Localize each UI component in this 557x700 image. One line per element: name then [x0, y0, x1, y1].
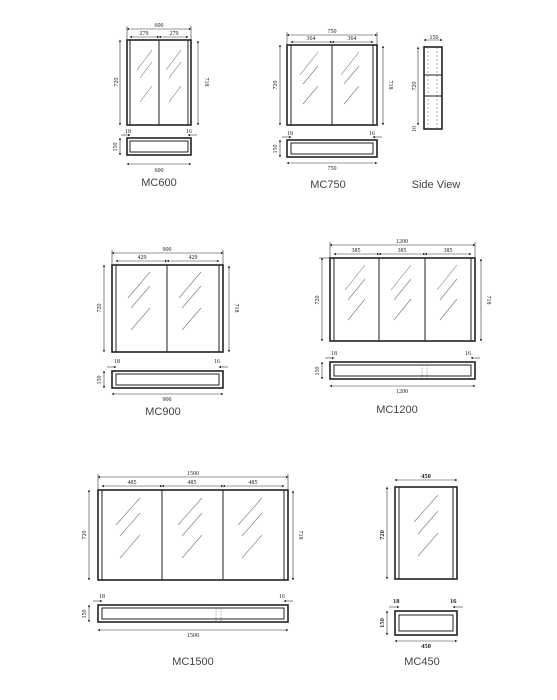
side-depth-label: 150: [430, 35, 439, 41]
mc1200-door2-label: 385: [398, 248, 407, 254]
mc450-depth-label: 150: [379, 618, 386, 628]
mc600-right-door-label: 279: [170, 31, 179, 37]
mc1200-side-left-label: 18: [331, 351, 337, 357]
mc600-side-right-label: 16: [186, 129, 192, 135]
mc900-side-left-label: 18: [114, 359, 120, 365]
mc1200-side-height-label: 718: [485, 296, 491, 305]
mc750-dimensions: 750 364 364 720 718: [273, 29, 393, 126]
mc1500-front-view: [97, 489, 289, 581]
mc1500-dimensions: 1500 485 485 485 720 718: [82, 471, 303, 581]
mc450-side-right-label: 16: [450, 598, 457, 605]
mc1200-dimensions: 1200 385 385 385 720 718: [315, 239, 491, 342]
mc900-top-view: 18 16 150 900: [97, 359, 228, 403]
mc600-dimensions: 600 279 279 720 718: [114, 23, 209, 126]
mc1200-height-label: 720: [315, 296, 321, 305]
mc750-side-left-label: 18: [287, 131, 293, 137]
mc1200-depth-label: 150: [315, 367, 321, 376]
mc750-caption: MC750: [310, 179, 345, 191]
mc600-side-left-label: 18: [125, 129, 131, 135]
mc1500-side-height-label: 718: [297, 531, 303, 540]
mc600-caption: MC600: [141, 177, 176, 189]
mc900-caption: MC900: [145, 406, 180, 418]
side-bottom-label: 10: [412, 126, 418, 132]
mc1500-caption: MC1500: [172, 656, 214, 668]
mc750-base-width-label: 750: [328, 166, 337, 172]
mc450-caption: MC450: [404, 656, 439, 668]
mc900-base-width-label: 900: [163, 397, 172, 403]
mc900-left-door-label: 429: [138, 255, 147, 261]
mc450-side-left-label: 18: [393, 598, 400, 605]
mc1200-side-right-label: 16: [465, 351, 471, 357]
mc750-width-label: 750: [328, 29, 337, 35]
mc750-right-door-label: 364: [348, 36, 357, 42]
mc600-depth-label: 150: [113, 143, 119, 152]
mc900-front-view: [111, 264, 224, 353]
mc1200-front-view: [329, 257, 476, 342]
mc900-right-door-label: 429: [189, 255, 198, 261]
mc600-top-view: 18 16 150 600: [113, 129, 197, 174]
mc900-height-label: 720: [97, 304, 103, 313]
mc1200-caption: MC1200: [376, 404, 418, 416]
side-view-drawing: 150 720 10: [412, 35, 443, 132]
mc750-top-view: 18 16 150 750: [273, 131, 382, 172]
mc900-dimensions: 900 429 429 720 718: [97, 247, 239, 353]
mc750-side-height-label: 718: [387, 81, 393, 90]
mc1500-width-label: 1500: [187, 471, 199, 477]
mc450-top-view: 18 16 150 450: [379, 598, 463, 650]
mc600-height-label: 720: [114, 78, 120, 87]
mc1500-door2-label: 485: [188, 480, 197, 486]
mc750-height-label: 720: [273, 81, 279, 90]
mc1500-door3-label: 485: [249, 480, 258, 486]
mc450-front-view: [394, 486, 458, 580]
mc900-depth-label: 150: [97, 376, 103, 385]
mc450-dimensions: 450 720: [379, 473, 458, 580]
mc750-side-right-label: 16: [369, 131, 375, 137]
mc750-left-door-label: 364: [307, 36, 316, 42]
mc450-width-label: 450: [421, 473, 431, 480]
mc1500-depth-label: 150: [82, 610, 88, 619]
mc1500-height-label: 720: [82, 531, 88, 540]
side-height-label: 720: [412, 82, 418, 91]
mc900-side-height-label: 718: [233, 304, 239, 313]
mc750-depth-label: 150: [273, 145, 279, 154]
mc1200-base-width-label: 1200: [396, 389, 408, 395]
mc600-front-view: [126, 39, 192, 126]
mc600-side-height-label: 718: [203, 78, 209, 87]
mc1500-door1-label: 485: [128, 480, 137, 486]
mc600-base-width-label: 600: [155, 168, 164, 174]
mc1500-side-right-label: 16: [279, 594, 285, 600]
mc1500-base-width-label: 1500: [187, 633, 199, 639]
mc1200-door3-label: 385: [444, 248, 453, 254]
mc1500-side-left-label: 18: [99, 594, 105, 600]
mc600-width-label: 600: [155, 23, 164, 29]
mc600-left-door-label: 279: [140, 31, 149, 37]
mc750-front-view: [286, 44, 378, 126]
mc1200-width-label: 1200: [396, 239, 408, 245]
side-view-caption: Side View: [412, 179, 461, 191]
mc900-side-right-label: 16: [214, 359, 220, 365]
mc1200-top-view: 18 16 150 1200: [315, 351, 480, 395]
mc450-height-label: 720: [379, 530, 386, 540]
mc450-base-width-label: 450: [421, 643, 431, 650]
mc1200-door1-label: 385: [352, 248, 361, 254]
mc900-width-label: 900: [163, 247, 172, 253]
mc1500-top-view: 18 16 150 1500: [82, 594, 293, 639]
